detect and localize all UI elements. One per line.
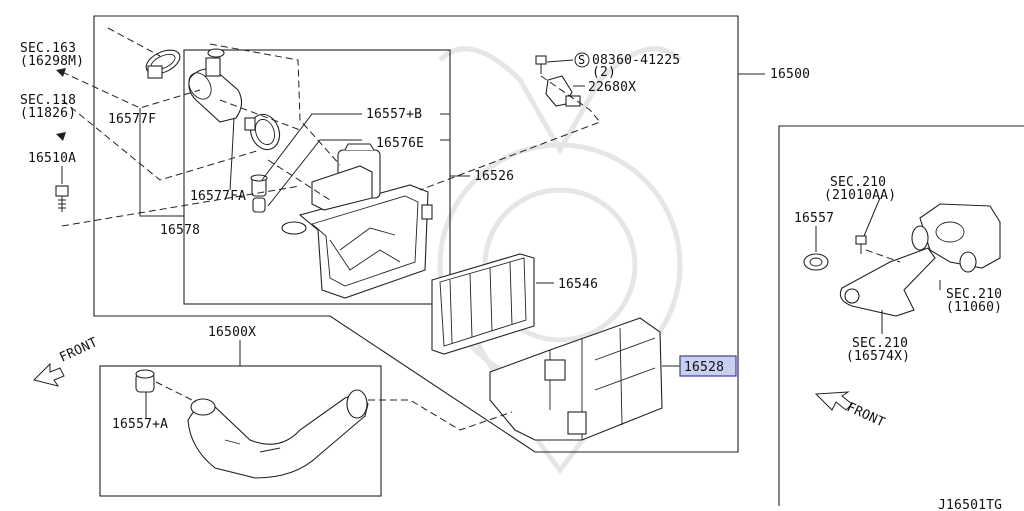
label-16577fa: 16577FA [190,189,246,204]
clamp-16577f-part [145,49,181,79]
label-sec210b-sub: (11060) [946,300,1002,315]
svg-text:FRONT: FRONT [57,335,100,366]
grommet-16557-part [803,253,829,271]
label-sec210a-sub: (21010AA) [824,188,896,203]
label-08360: 08360-41225 [592,53,680,68]
label-sec210b: SEC.210 [946,287,1002,302]
airflow-meter-part [188,48,243,123]
diagram-id: J16501TG [938,498,1002,511]
bolt-16510a-part [55,185,69,212]
label-16528-highlight: 16528 [679,355,737,377]
inner-housing-frame [183,49,451,305]
front-arrow-left: FRONT [33,335,100,387]
label-16500x: 16500X [208,325,256,340]
sec-arrows [56,68,66,141]
label-16576e: 16576E [376,136,424,151]
label-08360-qty: (2) [592,65,616,80]
label-16500: 16500 [770,67,810,82]
label-16557: 16557 [794,211,834,226]
label-16578: 16578 [160,223,200,238]
main-assembly-frame [93,15,739,453]
bolt-21010aa-part [855,235,867,254]
resonator-16576e-part [311,165,373,211]
svg-text:S: S [578,53,585,67]
grommet-16557b-part [250,174,268,213]
front-arrow-right: FRONT [814,391,887,431]
bracket-16574x-part [839,247,936,317]
label-16577f: 16577F [108,112,156,127]
label-16557a: 16557+A [112,417,168,432]
screw-symbol-circle: S [574,52,590,68]
filter-element-part [431,253,535,355]
grommet-16557a-part [135,369,155,393]
leader-lines [61,59,941,418]
label-sec163-sub: (16298M) [20,54,84,69]
svg-text:16528: 16528 [684,360,724,375]
assembly-dash-lines [61,27,901,431]
label-16557b: 16557+B [366,107,422,122]
label-16526: 16526 [474,169,514,184]
label-sec210c-sub: (16574X) [846,349,910,364]
label-16546: 16546 [558,277,598,292]
label-22680x: 22680X [588,80,636,95]
right-section-frame [778,125,1024,506]
label-sec118: SEC.118 [20,93,76,108]
screw-08360-part [535,55,547,74]
label-sec163: SEC.163 [20,41,76,56]
label-sec118-sub: (11826) [20,106,76,121]
clamp-16577fa-part [244,113,281,151]
label-16510a: 16510A [28,151,76,166]
label-sec210a: SEC.210 [830,175,886,190]
svg-text:FRONT: FRONT [844,400,887,431]
duct-16500x-part [187,389,369,479]
label-sec210c: SEC.210 [852,336,908,351]
water-outlet-part [911,203,1001,273]
